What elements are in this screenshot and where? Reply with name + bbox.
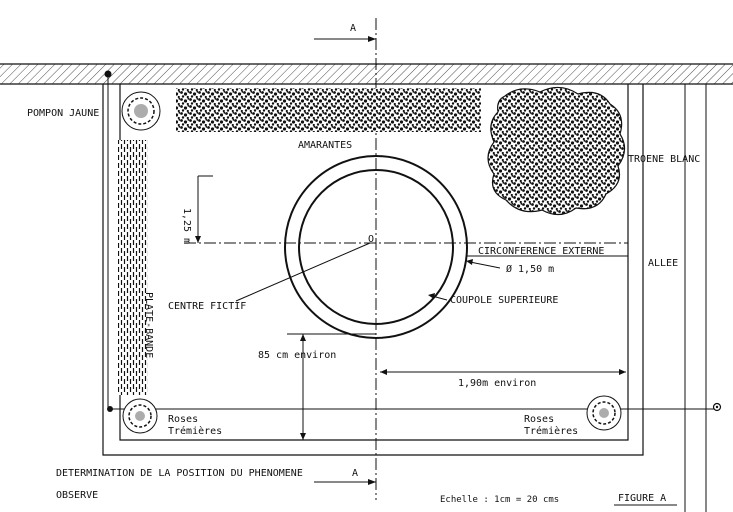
dim-190-line xyxy=(380,369,626,375)
caption-line-1: DETERMINATION DE LA POSITION DU PHENOMEN… xyxy=(56,468,303,479)
dim-85-label: 85 cm environ xyxy=(258,350,336,361)
diameter-arrow xyxy=(466,259,501,269)
section-label-top: A xyxy=(350,23,356,34)
coupole-label: COUPOLE SUPERIEURE xyxy=(450,295,558,306)
centre-fictif-label: CENTRE FICTIF xyxy=(168,301,246,312)
amarantes-bed xyxy=(176,88,481,132)
pompon-label: POMPON JAUNE xyxy=(27,108,99,119)
pompon-shrub xyxy=(121,91,161,131)
section-label-bottom: A xyxy=(352,468,358,479)
left-reference-line xyxy=(104,70,112,409)
plate-bande-strip xyxy=(118,140,148,395)
dome-circles xyxy=(284,155,468,339)
allee-label: ALLEE xyxy=(648,258,678,269)
roses-right-shrub xyxy=(586,395,622,431)
figure-label: FIGURE A xyxy=(618,493,666,504)
caption-line-2: OBSERVE xyxy=(56,490,98,501)
dim-85-line xyxy=(287,333,376,440)
troene-shrub xyxy=(487,86,626,216)
wall-band xyxy=(0,63,733,85)
centre-fictif-leader xyxy=(235,242,371,302)
dim-190-label: 1,90m environ xyxy=(458,378,536,389)
roses-right-label-1: Roses xyxy=(524,414,554,425)
roses-left-label-2: Trémières xyxy=(168,425,222,437)
plate-bande-label: PLATE-BANDE xyxy=(143,292,154,358)
allee-lines xyxy=(684,84,707,512)
dim-125-label: 1,25 m xyxy=(181,208,192,244)
roses-left-label-1: Roses xyxy=(168,414,198,425)
diameter-label: Ø 1,50 m xyxy=(506,263,554,275)
troene-label: TROENE BLANC xyxy=(628,154,700,165)
roses-left-shrub xyxy=(122,398,158,434)
scale-label: Echelle : 1cm = 20 cms xyxy=(440,495,559,505)
dim-125-line xyxy=(195,175,213,243)
roses-right-label-2: Trémières xyxy=(524,425,578,437)
amarantes-label: AMARANTES xyxy=(298,140,352,151)
coupole-arrow xyxy=(428,293,448,301)
circonference-label: CIRCONFERENCE EXTERNE xyxy=(478,246,604,257)
center-o-label: O xyxy=(368,234,374,245)
